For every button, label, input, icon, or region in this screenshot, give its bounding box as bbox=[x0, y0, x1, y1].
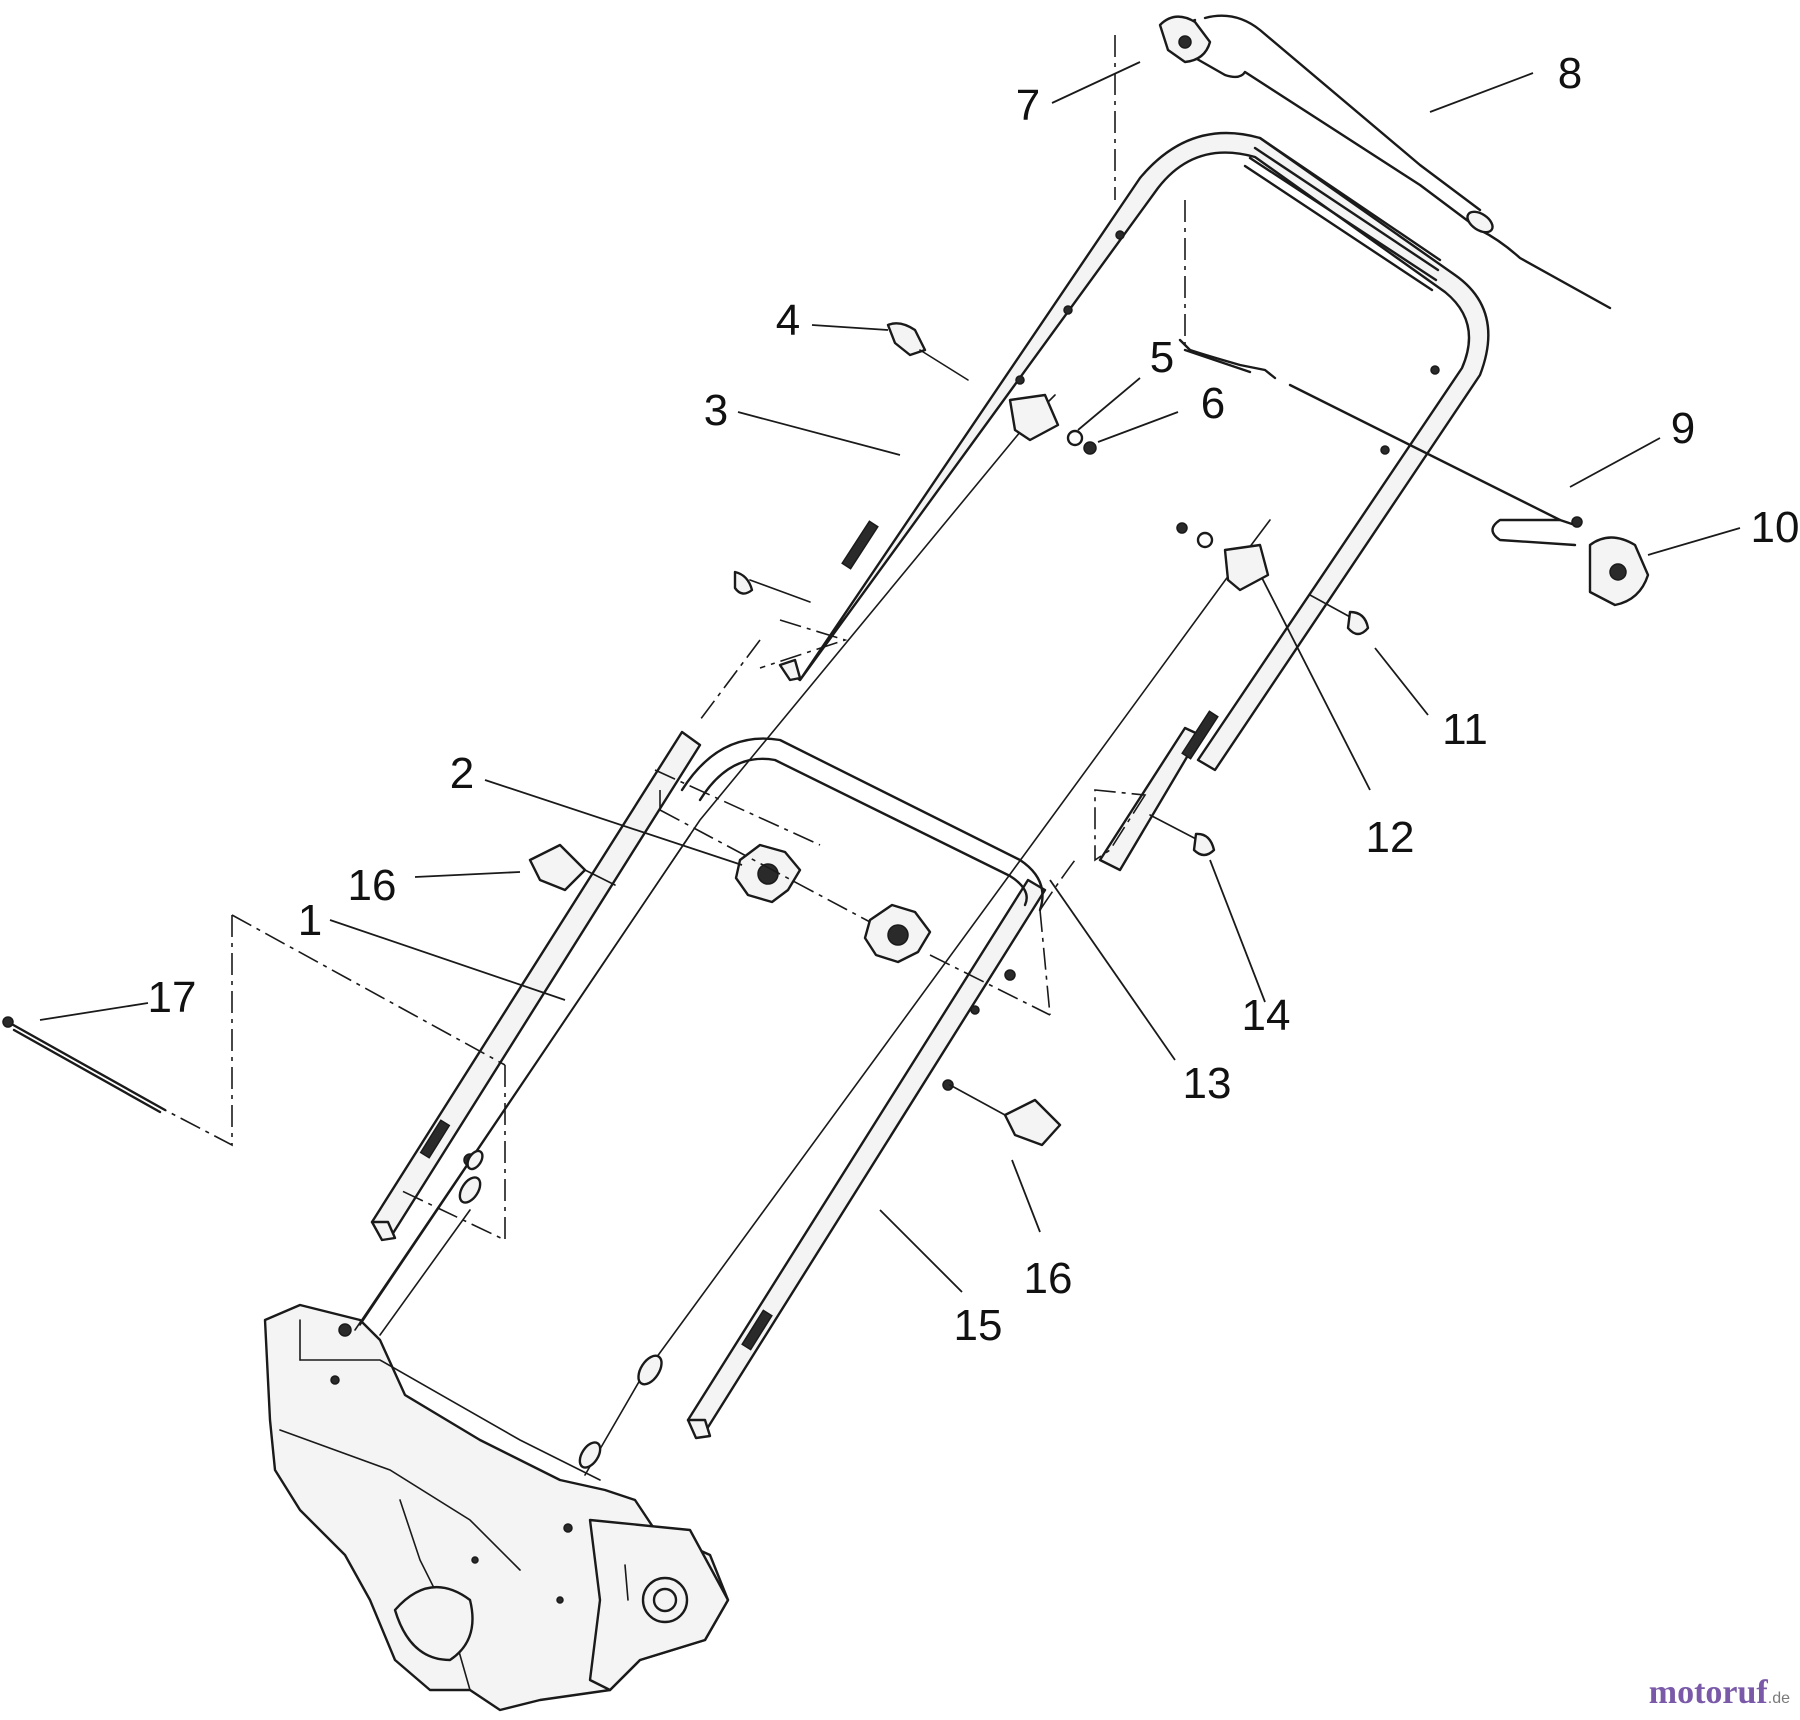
leader-lines bbox=[39, 61, 1741, 1293]
callout-10: 10 bbox=[1751, 503, 1800, 552]
operator-bail bbox=[1184, 14, 1612, 310]
knob-7 bbox=[1158, 15, 1212, 64]
shift-rod bbox=[1178, 338, 1583, 547]
callouts: 1 2 3 4 5 6 7 8 9 10 11 12 13 14 15 16 1… bbox=[148, 49, 1800, 1350]
bolt-11 bbox=[1309, 594, 1370, 636]
bushing-16-left bbox=[528, 843, 616, 892]
star-knob-2 bbox=[734, 843, 802, 904]
clevis-4 bbox=[886, 322, 969, 381]
bolt-14 bbox=[1149, 814, 1216, 857]
callout-11: 11 bbox=[1442, 705, 1488, 754]
callout-14: 14 bbox=[1242, 991, 1291, 1040]
cable-clamp-lower bbox=[1176, 522, 1270, 592]
callout-5: 5 bbox=[1150, 333, 1174, 382]
rod-17 bbox=[2, 1016, 167, 1114]
knob-10 bbox=[1588, 536, 1650, 607]
callout-8: 8 bbox=[1558, 49, 1582, 98]
callout-6: 6 bbox=[1201, 379, 1225, 428]
mower-housing bbox=[263, 1303, 730, 1712]
bolt-upper-left bbox=[733, 570, 811, 603]
callout-9: 9 bbox=[1671, 404, 1695, 453]
cable-clamp-upper bbox=[1008, 393, 1097, 455]
upper-handle bbox=[778, 131, 1490, 872]
star-knob-right bbox=[863, 903, 932, 964]
control-cables bbox=[354, 394, 1271, 1476]
callout-17: 17 bbox=[148, 973, 197, 1022]
callout-3: 3 bbox=[704, 386, 728, 435]
callout-16-right: 16 bbox=[1024, 1254, 1073, 1303]
watermark-logo: motoruf.de bbox=[1649, 1674, 1790, 1712]
watermark-suffix: .de bbox=[1767, 1690, 1790, 1707]
alignment-lines bbox=[164, 35, 1186, 1242]
callout-15: 15 bbox=[954, 1301, 1003, 1350]
lower-handle-right bbox=[686, 878, 1047, 1440]
callout-2: 2 bbox=[450, 749, 474, 798]
lower-handle-left bbox=[370, 730, 702, 1242]
callout-12: 12 bbox=[1366, 813, 1415, 862]
callout-16-left: 16 bbox=[348, 861, 397, 910]
middle-handle-loop bbox=[680, 737, 1044, 912]
callout-1: 1 bbox=[298, 896, 322, 945]
watermark-brand: motoruf bbox=[1648, 1674, 1768, 1711]
callout-13: 13 bbox=[1183, 1059, 1232, 1108]
callout-7: 7 bbox=[1016, 81, 1040, 130]
callout-4: 4 bbox=[776, 296, 800, 345]
bushing-16-right bbox=[949, 1084, 1062, 1147]
